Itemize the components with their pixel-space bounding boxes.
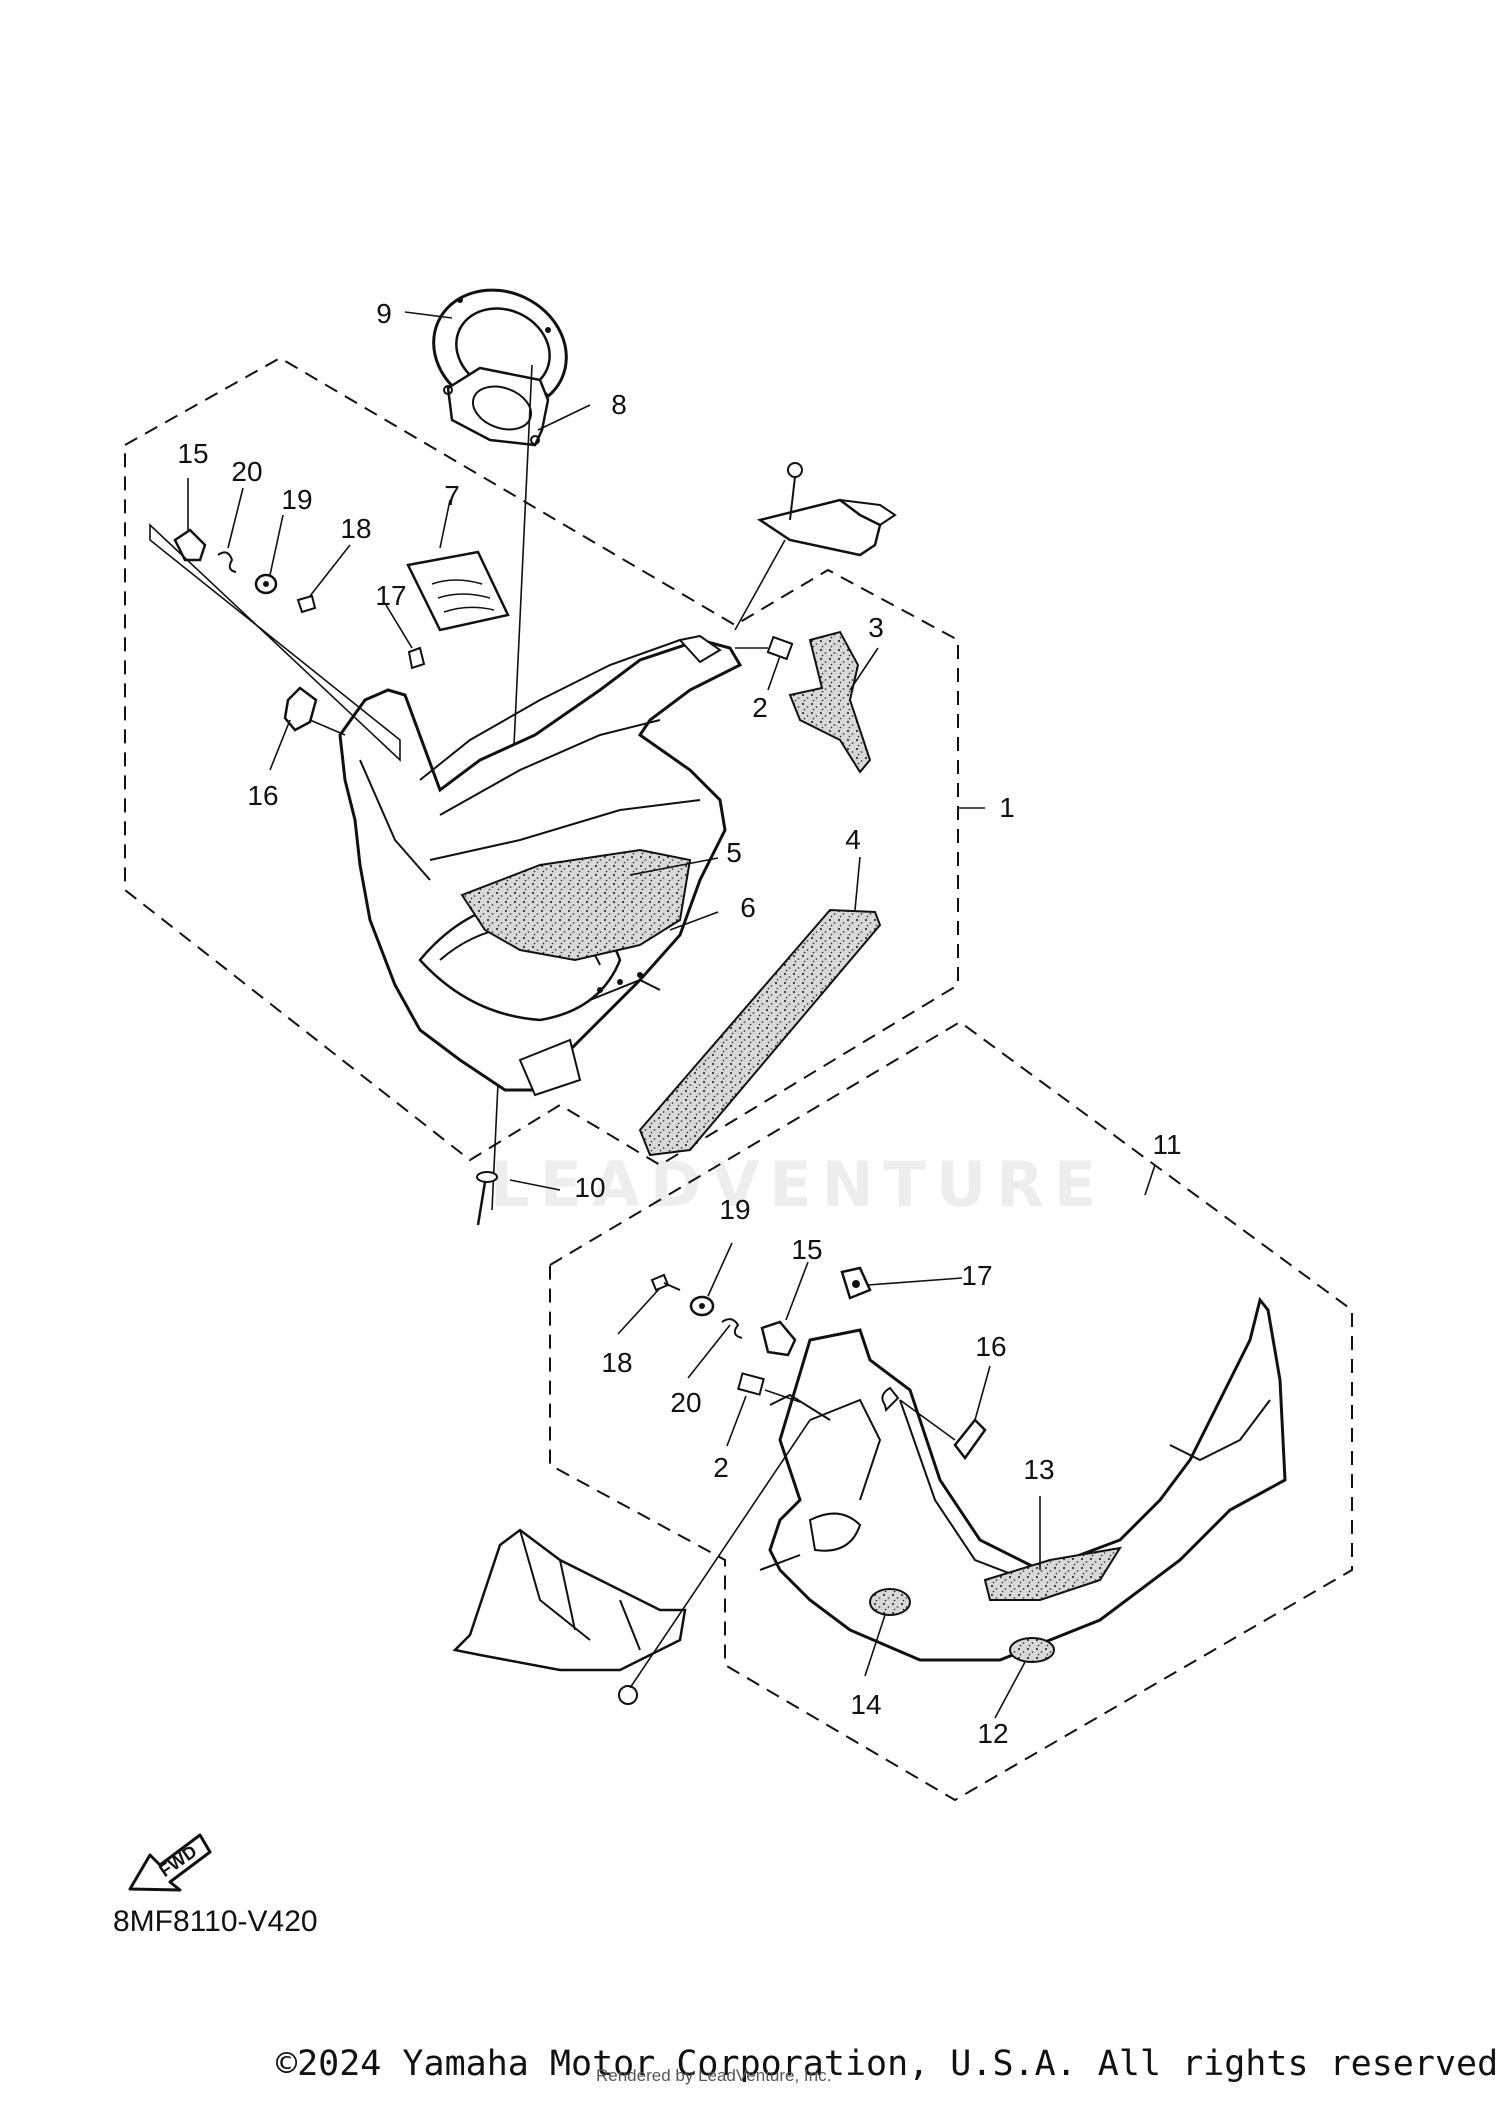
pad-3-part bbox=[788, 630, 872, 774]
callout-9: 9 bbox=[376, 298, 392, 329]
rendered-by-text: Rendered by LeadVenture, Inc. bbox=[596, 2066, 832, 2085]
lower-left-bracket-part bbox=[452, 1419, 811, 1705]
callout-7: 7 bbox=[444, 480, 460, 511]
callout-20-lower: 20 bbox=[670, 1387, 702, 1418]
left-hardware-lower bbox=[650, 1266, 987, 1461]
callout-17-lower: 17 bbox=[961, 1260, 993, 1291]
callout-6: 6 bbox=[740, 892, 756, 923]
callout-20-upper: 20 bbox=[231, 456, 263, 487]
callout-8: 8 bbox=[611, 389, 627, 420]
callout-17-upper: 17 bbox=[375, 580, 407, 611]
pad-14-part bbox=[869, 1588, 911, 1616]
callout-16-upper: 16 bbox=[247, 780, 279, 811]
label-sheet-part bbox=[406, 550, 510, 632]
diagram-code: 8MF8110-V420 bbox=[113, 1905, 318, 1938]
callout-18-lower: 18 bbox=[601, 1347, 633, 1378]
assembly-11-boundary bbox=[549, 1020, 1353, 1802]
callout-16-lower: 16 bbox=[975, 1331, 1007, 1362]
callout-19-upper: 19 bbox=[281, 484, 313, 515]
pad-5-part bbox=[460, 848, 692, 962]
pad-13-part bbox=[983, 1546, 1123, 1601]
fwd-arrow-icon bbox=[128, 1833, 212, 1892]
rivet-10-part bbox=[476, 1171, 498, 1226]
callout-2-lower: 2 bbox=[713, 1452, 729, 1483]
callout-19-lower: 19 bbox=[719, 1194, 751, 1225]
copyright-text: ©2024 Yamaha Motor Corporation, U.S.A. A… bbox=[276, 2044, 1500, 2084]
callout-14: 14 bbox=[850, 1689, 882, 1720]
pad-12-part bbox=[1009, 1637, 1055, 1663]
callout-4: 4 bbox=[845, 824, 861, 855]
upper-bracket-part bbox=[734, 462, 897, 631]
callout-11: 11 bbox=[1152, 1129, 1182, 1160]
callout-12: 12 bbox=[977, 1718, 1009, 1749]
callout-3: 3 bbox=[868, 612, 884, 643]
clip-2-upper-part bbox=[766, 635, 794, 661]
assembly-1-boundary bbox=[124, 356, 959, 1167]
callout-2-upper: 2 bbox=[752, 692, 768, 723]
bracket-plate-part bbox=[443, 366, 550, 447]
callout-15-lower: 15 bbox=[791, 1234, 823, 1265]
callout-18-upper: 18 bbox=[340, 513, 372, 544]
callout-13: 13 bbox=[1023, 1454, 1055, 1485]
callout-15-upper: 15 bbox=[177, 438, 209, 469]
leader-lines bbox=[187, 311, 1156, 1719]
callout-5: 5 bbox=[726, 837, 742, 868]
callout-10: 10 bbox=[574, 1172, 606, 1203]
pad-4-part bbox=[638, 908, 882, 1157]
left-hardware-upper bbox=[149, 523, 426, 762]
watermark-text: LEADVENTURE bbox=[490, 1148, 1107, 1221]
callout-1: 1 bbox=[999, 792, 1015, 823]
